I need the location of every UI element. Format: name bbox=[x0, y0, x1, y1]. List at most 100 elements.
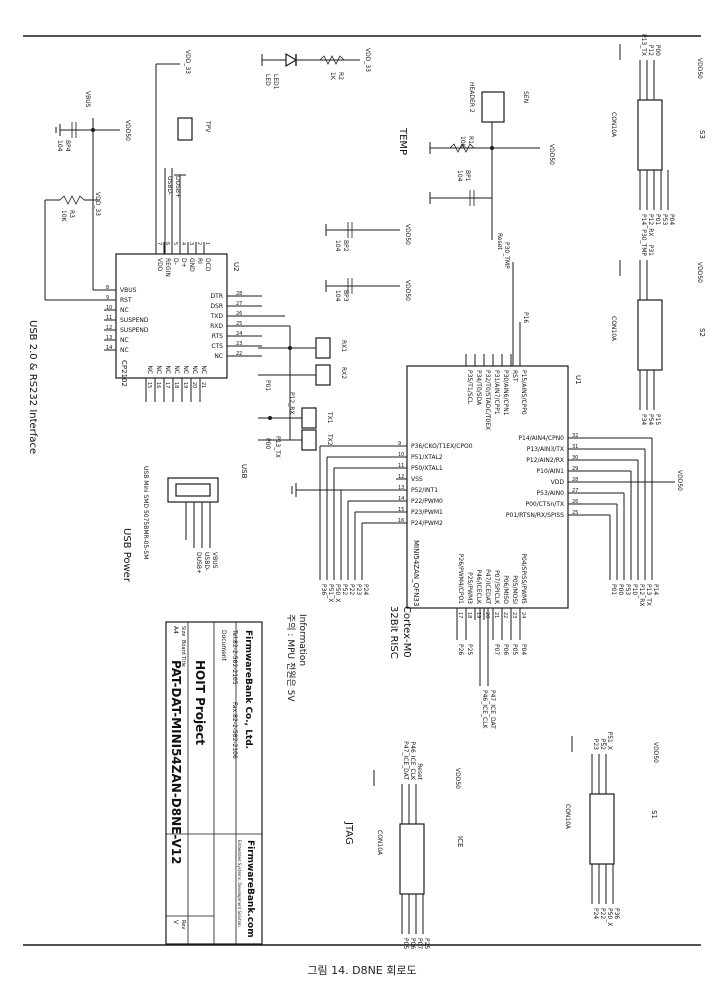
vbus-junction bbox=[91, 128, 95, 132]
bridge-part: CP2102 bbox=[120, 360, 128, 387]
u2-left-pin-number: 11 bbox=[106, 315, 112, 321]
s3-pins-label: P04 bbox=[668, 214, 675, 225]
led-label: LED bbox=[264, 74, 271, 86]
u2-top-pin-number: 2 bbox=[196, 242, 202, 245]
mcu-bottom-pin-label: P47/ICEDAT bbox=[484, 569, 491, 604]
mcu-left-pin-label: P51/XTAL2 bbox=[411, 454, 443, 461]
mcu-bottom-pin-label: P25/PWM3 bbox=[466, 572, 473, 604]
s3-pins-label: P12_RX bbox=[647, 214, 654, 237]
tp-label: TPV bbox=[204, 120, 211, 133]
s3-pins-label: P13_TX bbox=[640, 34, 647, 56]
r2-value: 1K bbox=[329, 72, 336, 81]
mcu-ref: U1 bbox=[574, 375, 582, 385]
mcu-u1-body bbox=[406, 365, 569, 609]
u2-right-pin-label: CTS bbox=[211, 343, 223, 350]
tb-rev-label: Rev bbox=[180, 920, 186, 929]
u2-right-pin-number: 22 bbox=[236, 351, 242, 357]
mcu-bottom-pins: P04/SPISS/PWM524P05/MOSI23P06/MISO22P07/… bbox=[456, 553, 527, 620]
mcu-left-pin-label: P36/CKO/T1EX/CPO0 bbox=[411, 443, 473, 450]
u2-top-pin-label: GND bbox=[188, 258, 195, 272]
r1-value: 10K bbox=[459, 136, 466, 149]
temp-label: TEMP bbox=[397, 127, 408, 155]
mcu-bottom-pin-label: P07/SPICLK bbox=[493, 570, 500, 605]
s1-connector bbox=[589, 793, 615, 865]
bp2-value: 104 bbox=[334, 240, 341, 252]
u2-right-pin-number: 23 bbox=[236, 341, 242, 347]
r3-value: 10K bbox=[60, 210, 67, 223]
u2-left-pin-label: NC bbox=[120, 347, 129, 354]
r1-ref: R1 bbox=[467, 136, 474, 144]
tb-fax: Fax:82-2-582-2106 bbox=[231, 702, 238, 759]
s3-pins-label: P00 bbox=[654, 45, 661, 56]
mcu-right-pin-label: P14/AIN4/CPN0 bbox=[518, 435, 564, 442]
r2-vdd-net: VDD_33 bbox=[364, 48, 371, 72]
u2-bottom-pin-label: NC bbox=[173, 365, 180, 374]
u2-bottom-pin-label: NC bbox=[164, 365, 171, 374]
s3-pins-label: P53 bbox=[661, 214, 668, 225]
u2-left-pin-label: NC bbox=[120, 337, 129, 344]
mcu-left-wire-label: P23 bbox=[355, 584, 362, 595]
u2-left-pin-number: 14 bbox=[106, 345, 112, 351]
usb-ref: USB bbox=[240, 464, 248, 479]
s3-pins-label: P14 bbox=[640, 214, 647, 225]
u2-vdd-net: VDD_33 bbox=[184, 50, 191, 74]
mcu-bottom-pin-number: 20 bbox=[484, 612, 490, 618]
u2-right-pin-number: 27 bbox=[236, 301, 242, 307]
r3-ref: R3 bbox=[68, 210, 75, 218]
s3-vdd-net: VDD50 bbox=[696, 58, 703, 79]
u2-left-pin-label: VBUS bbox=[120, 287, 137, 294]
mcu-right-pin-number: 29 bbox=[572, 466, 578, 472]
r2-ref: R2 bbox=[337, 72, 344, 80]
bp2-vdd-net: VDD50 bbox=[404, 224, 411, 245]
u2-top-pin-label: D+ bbox=[180, 258, 187, 268]
usb-pin-label-1: VBUS bbox=[211, 552, 218, 569]
u2-left-pin-label: SUSPEND bbox=[120, 327, 149, 334]
s2-type: CON10A bbox=[610, 316, 617, 342]
mcu-top-pin-label: P31/AIN7/CPP1 bbox=[493, 370, 500, 415]
mcu-right-pin-number: 26 bbox=[572, 499, 578, 505]
bp3-value: 104 bbox=[334, 290, 341, 302]
p47-net: P47_ICE_DAT bbox=[489, 690, 496, 729]
s1-pins-label: P50_X bbox=[606, 908, 613, 926]
bp1-value: 104 bbox=[456, 170, 463, 182]
s2-pins-label: P54 bbox=[647, 414, 654, 425]
u2-bottom-pin-number: 15 bbox=[146, 382, 152, 388]
mcu-right-pin-number: 27 bbox=[572, 488, 578, 494]
s2-ref: S2 bbox=[698, 328, 706, 337]
mcu-left-pin-label: P23/PWM1 bbox=[411, 509, 443, 516]
p46-net: P46_ICE_CLK bbox=[481, 690, 488, 730]
mcu-top-pins: P15/AIN5/CPP0RSTP30/AIN6/CPN1P31/AIN7/CP… bbox=[465, 354, 527, 430]
s1-vdd-net: VDD50 bbox=[652, 742, 659, 763]
rx-junction-1 bbox=[288, 346, 292, 350]
u2-left-pin-number: 8 bbox=[106, 285, 109, 291]
u2-bottom-pin-label: NC bbox=[200, 365, 207, 374]
u2-bottom-pin-label: NC bbox=[146, 365, 153, 374]
mcu-top-pin-label: P35/T1/SCL bbox=[466, 370, 473, 405]
s1-pins-label: P51_X bbox=[606, 732, 613, 750]
u2-left-pin-number: 9 bbox=[106, 295, 109, 301]
ice-pins-label: P06 bbox=[409, 938, 416, 949]
mcu-vdd-net: VDD50 bbox=[676, 470, 683, 491]
p00-net: P00 bbox=[264, 438, 271, 449]
rx1-label: RX1 bbox=[340, 340, 347, 352]
mcu-top-pin-label: P15/AIN5/CPP0 bbox=[520, 370, 527, 415]
mcu-right-pin-label: P01/RTSN/RX/SPISS bbox=[506, 512, 564, 519]
u2-right-pin-number: 24 bbox=[236, 331, 242, 337]
mcu-left-wire-label: P36 bbox=[320, 584, 327, 595]
s3-type: CON10A bbox=[610, 112, 617, 138]
s3-connector bbox=[637, 99, 663, 171]
mcu-left-pin-number: 10 bbox=[398, 452, 404, 458]
mcu-right-wire-label: P12_RX bbox=[638, 584, 645, 607]
ice-ref: ICE bbox=[456, 836, 464, 847]
mcu-left-pin-label: P24/PWM2 bbox=[411, 520, 443, 527]
s3-pins-label: P12 bbox=[647, 45, 654, 56]
mcu-bottom-pin-number: 18 bbox=[466, 612, 472, 618]
u2-left-pin-label: NC bbox=[120, 307, 129, 314]
